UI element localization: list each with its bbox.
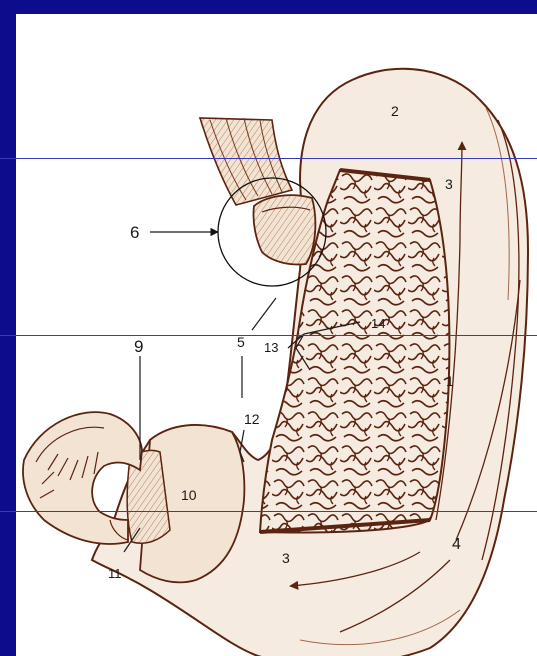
- label-11: 11: [108, 566, 122, 581]
- label-4: 4: [452, 536, 461, 553]
- guide-line-2: [0, 335, 537, 336]
- label-14: 14: [371, 316, 385, 331]
- label-6: 6: [130, 223, 139, 242]
- esophagus: [200, 118, 292, 205]
- label-3-fundus: 3: [445, 176, 453, 192]
- guide-line-1: [0, 158, 537, 159]
- label-5: 5: [237, 334, 245, 350]
- label-2: 2: [391, 103, 399, 119]
- label-13: 13: [264, 340, 278, 355]
- cardiac-orifice: [253, 195, 315, 264]
- label-1: 1: [446, 373, 454, 389]
- guide-line-3: [0, 511, 537, 512]
- label-9: 9: [134, 337, 143, 356]
- label-10: 10: [181, 487, 197, 503]
- label-12: 12: [244, 411, 260, 427]
- label-3-greater: 3: [282, 550, 290, 566]
